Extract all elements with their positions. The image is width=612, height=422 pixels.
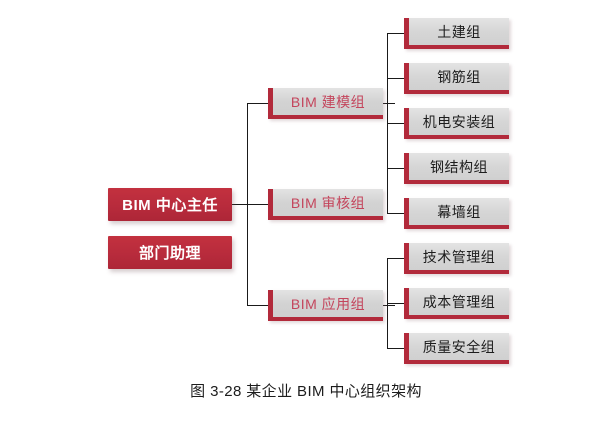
node-label: 钢筋组: [437, 68, 481, 85]
connector-spine-to-mep: [387, 123, 405, 124]
node-label: BIM 中心主任: [122, 197, 218, 214]
node-label: 技术管理组: [422, 248, 496, 265]
node-rebar-team[interactable]: 钢筋组: [404, 63, 509, 94]
node-civil-team[interactable]: 土建组: [404, 18, 509, 49]
node-quality-safety-team[interactable]: 质量安全组: [404, 333, 509, 364]
connector-spine-to-application: [247, 305, 269, 306]
node-label: BIM 建模组: [290, 93, 366, 110]
node-label: 部门助理: [138, 245, 201, 262]
node-label: 质量安全组: [422, 338, 496, 355]
node-bim-review-group[interactable]: BIM 审核组: [268, 189, 383, 220]
connector-director-to-spine: [232, 204, 248, 205]
connector-spine-to-cost-mgmt: [387, 303, 405, 304]
node-cost-management-team[interactable]: 成本管理组: [404, 288, 509, 319]
node-technical-management-team[interactable]: 技术管理组: [404, 243, 509, 274]
connector-application-to-spine: [383, 305, 395, 306]
node-label: 幕墙组: [437, 203, 481, 220]
node-steel-structure-team[interactable]: 钢结构组: [404, 153, 509, 184]
connector-spine-to-quality-safety: [387, 348, 405, 349]
node-department-assistant[interactable]: 部门助理: [108, 236, 232, 269]
connector-spine-to-tech-mgmt: [387, 258, 405, 259]
node-label: BIM 应用组: [290, 295, 366, 312]
node-bim-modeling-group[interactable]: BIM 建模组: [268, 88, 383, 119]
connector-spine-to-modeling: [247, 103, 269, 104]
connector-spine-to-review: [247, 204, 269, 205]
connector-spine-to-civil: [387, 33, 405, 34]
node-label: BIM 审核组: [290, 194, 366, 211]
node-label: 钢结构组: [430, 158, 488, 175]
node-label: 成本管理组: [422, 293, 496, 310]
node-curtain-wall-team[interactable]: 幕墙组: [404, 198, 509, 229]
connector-spine-to-rebar: [387, 78, 405, 79]
node-label: 机电安装组: [422, 113, 496, 130]
node-mep-installation-team[interactable]: 机电安装组: [404, 108, 509, 139]
connector-spine-to-steel: [387, 168, 405, 169]
figure-caption: 图 3-28 某企业 BIM 中心组织架构: [190, 383, 422, 400]
node-label: 土建组: [437, 23, 481, 40]
connector-spine-to-curtainwall: [387, 213, 405, 214]
node-bim-center-director[interactable]: BIM 中心主任: [108, 188, 232, 221]
node-bim-application-group[interactable]: BIM 应用组: [268, 290, 383, 321]
connector-modeling-to-spine: [383, 103, 395, 104]
